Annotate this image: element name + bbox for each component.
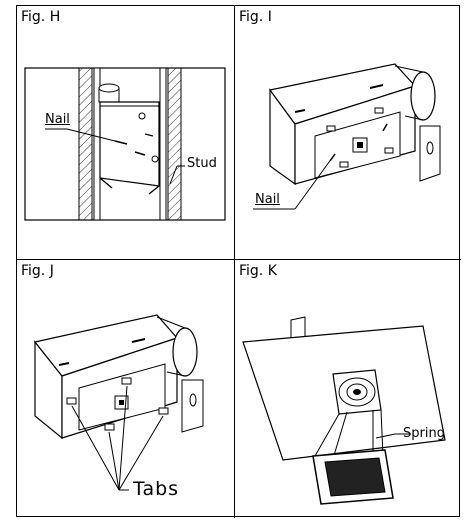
fig-k-illustration bbox=[242, 316, 446, 505]
fig-j-panel: Fig. J bbox=[17, 260, 235, 518]
fig-i-illustration bbox=[253, 63, 441, 210]
fig-j-tabs-callout: Tabs bbox=[133, 478, 180, 500]
fig-h-stud-callout: Stud bbox=[187, 156, 217, 171]
stud-right bbox=[159, 67, 182, 221]
fig-k-label: Fig. K bbox=[239, 263, 277, 279]
fig-h-panel: Fig. H bbox=[17, 6, 235, 260]
fig-j-label: Fig. J bbox=[21, 263, 54, 279]
fig-h-nail-callout: Nail bbox=[45, 112, 70, 127]
figure-grid: Fig. H bbox=[16, 5, 461, 518]
stud-left bbox=[78, 67, 101, 221]
fig-k-panel: Fig. K Spring bbox=[235, 260, 461, 518]
fig-h-illustration bbox=[24, 67, 226, 221]
fig-i-label: Fig. I bbox=[239, 9, 272, 25]
fig-k-spring-callout: Spring bbox=[403, 426, 445, 441]
fig-i-panel: Fig. I bbox=[235, 6, 461, 260]
fig-h-label: Fig. H bbox=[21, 9, 61, 25]
fig-i-nail-callout: Nail bbox=[255, 192, 280, 207]
fig-j-illustration bbox=[33, 314, 204, 491]
